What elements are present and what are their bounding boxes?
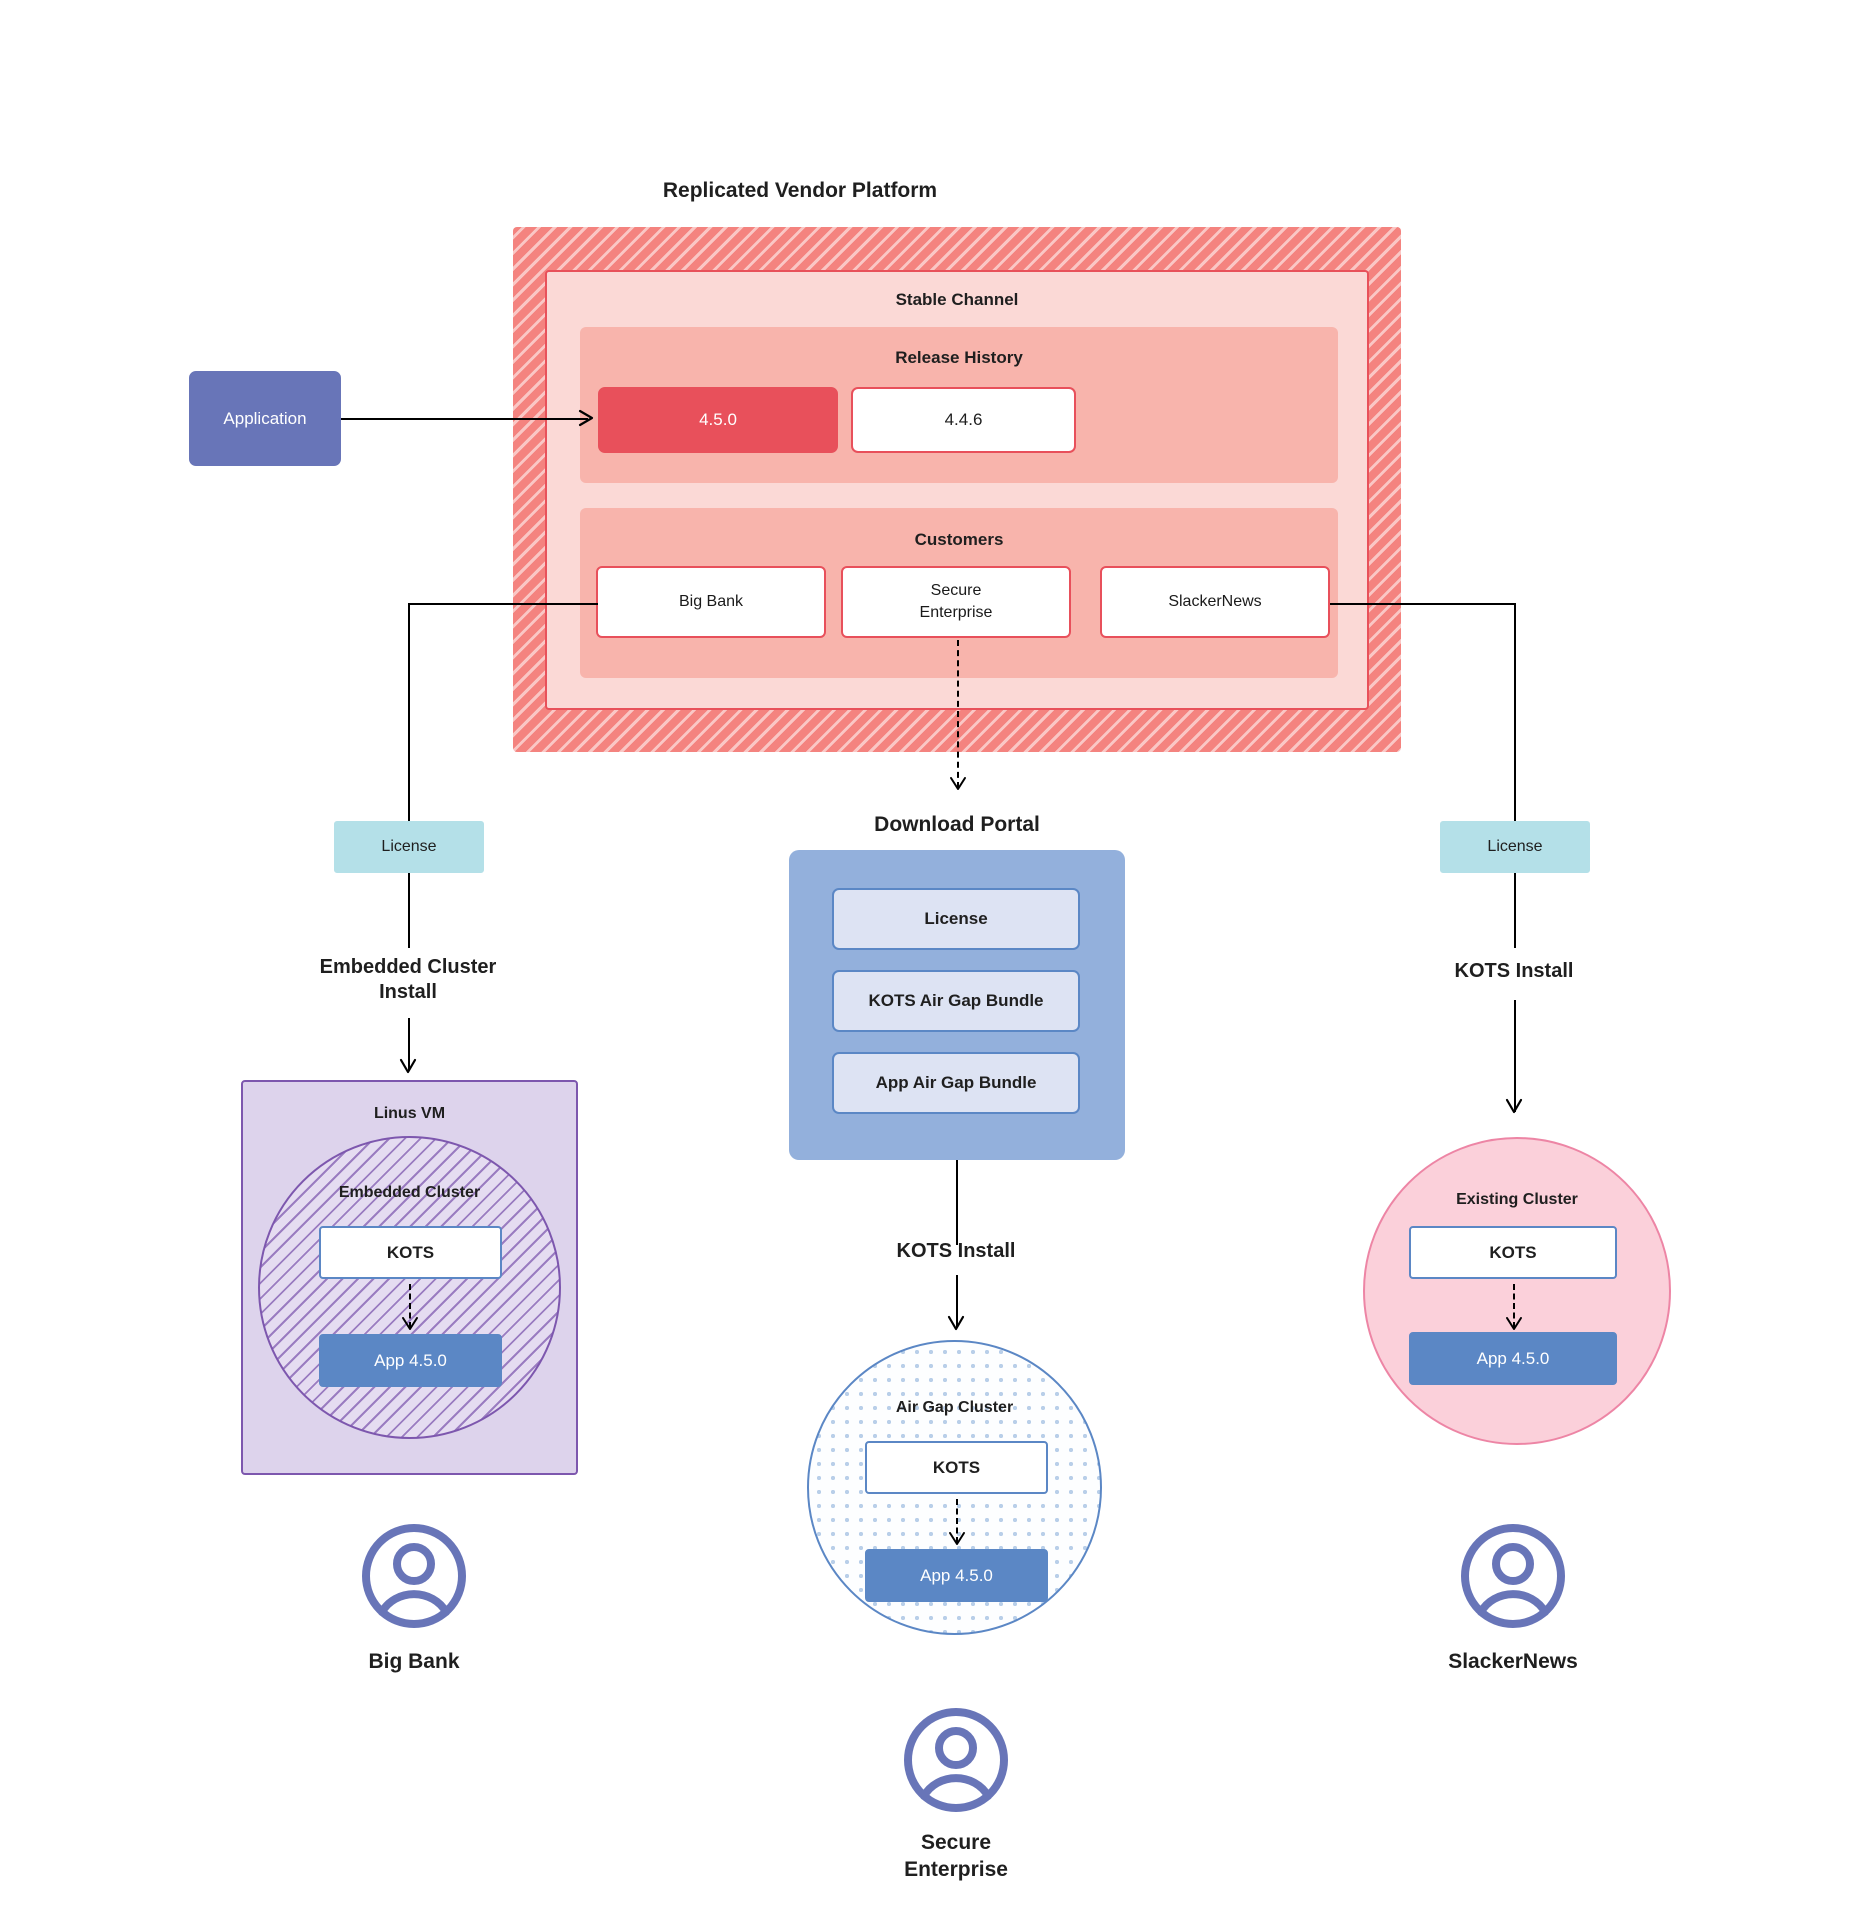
connector-secure-enterprise-dashed bbox=[957, 640, 959, 788]
arrowhead-kots-to-app-existing bbox=[1506, 1317, 1522, 1330]
connector-bigbank-vertical bbox=[408, 603, 410, 821]
arrowhead-kots-install-right bbox=[1505, 1098, 1523, 1114]
arrowhead-kots-install-middle bbox=[947, 1315, 965, 1331]
customers-label: Customers bbox=[914, 530, 1004, 549]
arrowhead-kots-to-app-airgap bbox=[949, 1532, 965, 1545]
persona-label-secure-enterprise: Secure Enterprise bbox=[904, 1830, 1008, 1881]
license-chip-right[interactable]: License bbox=[1440, 821, 1590, 873]
connector-application-to-release bbox=[341, 418, 588, 420]
embedded-cluster-install-label: Embedded Cluster Install bbox=[319, 956, 497, 1003]
customer-box-slackernews[interactable]: SlackerNews bbox=[1100, 566, 1330, 638]
connector-install-middle-down bbox=[956, 1275, 958, 1327]
customer-box-big-bank[interactable]: Big Bank bbox=[596, 566, 826, 638]
app-box-embedded[interactable]: App 4.5.0 bbox=[319, 1334, 502, 1387]
user-avatar-icon bbox=[1461, 1524, 1565, 1628]
existing-cluster-circle bbox=[1363, 1137, 1671, 1445]
portal-item-license[interactable]: License bbox=[832, 888, 1080, 950]
portal-item-app-air-gap-bundle[interactable]: App Air Gap Bundle bbox=[832, 1052, 1080, 1114]
connector-license-left-down bbox=[408, 873, 410, 948]
customer-box-secure-enterprise[interactable]: Secure Enterprise bbox=[841, 566, 1071, 638]
air-gap-cluster-label: Air Gap Cluster bbox=[895, 1399, 1014, 1416]
release-history-label: Release History bbox=[895, 348, 1023, 367]
connector-kots-to-app-existing bbox=[1513, 1284, 1515, 1328]
customer-name: SlackerNews bbox=[1168, 593, 1262, 611]
diagram-title: Replicated Vendor Platform bbox=[662, 179, 938, 202]
connector-slackernews-vertical bbox=[1514, 603, 1516, 821]
connector-portal-down bbox=[956, 1160, 958, 1245]
connector-slackernews-horizontal bbox=[1330, 603, 1516, 605]
existing-cluster-label: Existing Cluster bbox=[1456, 1191, 1578, 1208]
connector-install-right-down bbox=[1514, 1000, 1516, 1112]
arrowhead-application-to-release bbox=[578, 409, 594, 427]
app-box-existing[interactable]: App 4.5.0 bbox=[1409, 1332, 1617, 1385]
arrowhead-kots-to-app-embedded bbox=[402, 1317, 418, 1330]
user-avatar-icon bbox=[904, 1708, 1008, 1812]
customer-name: Secure Enterprise bbox=[919, 582, 993, 621]
connector-kots-to-app-airgap bbox=[956, 1499, 958, 1543]
embedded-cluster-label: Embedded Cluster bbox=[338, 1184, 481, 1201]
kots-box-embedded[interactable]: KOTS bbox=[319, 1226, 502, 1279]
app-box-airgap[interactable]: App 4.5.0 bbox=[865, 1549, 1048, 1602]
kots-box-existing[interactable]: KOTS bbox=[1409, 1226, 1617, 1279]
connector-license-right-down bbox=[1514, 873, 1516, 948]
connector-bigbank-horizontal bbox=[408, 603, 598, 605]
linus-vm-label: Linus VM bbox=[373, 1105, 446, 1122]
release-box-4-4-6[interactable]: 4.4.6 bbox=[851, 387, 1076, 453]
user-avatar-icon bbox=[362, 1524, 466, 1628]
connector-install-left-down bbox=[408, 1018, 410, 1070]
persona-label-slackernews: SlackerNews bbox=[1448, 1650, 1578, 1674]
persona-label-big-bank: Big Bank bbox=[368, 1650, 460, 1674]
connector-kots-to-app-embedded bbox=[409, 1284, 411, 1328]
download-portal-title: Download Portal bbox=[874, 813, 1040, 836]
portal-item-kots-air-gap-bundle[interactable]: KOTS Air Gap Bundle bbox=[832, 970, 1080, 1032]
arrowhead-embedded-install bbox=[399, 1058, 417, 1074]
embedded-cluster-circle bbox=[258, 1136, 561, 1439]
release-box-4-5-0[interactable]: 4.5.0 bbox=[598, 387, 838, 453]
customer-name: Big Bank bbox=[678, 593, 744, 611]
kots-install-label-middle: KOTS Install bbox=[896, 1239, 1016, 1262]
kots-box-airgap[interactable]: KOTS bbox=[865, 1441, 1048, 1494]
license-chip-left[interactable]: License bbox=[334, 821, 484, 873]
application-box[interactable]: Application bbox=[189, 371, 341, 466]
kots-install-label-right: KOTS Install bbox=[1454, 959, 1574, 982]
arrowhead-to-download-portal bbox=[950, 777, 966, 790]
stable-channel-label: Stable Channel bbox=[895, 290, 1019, 309]
